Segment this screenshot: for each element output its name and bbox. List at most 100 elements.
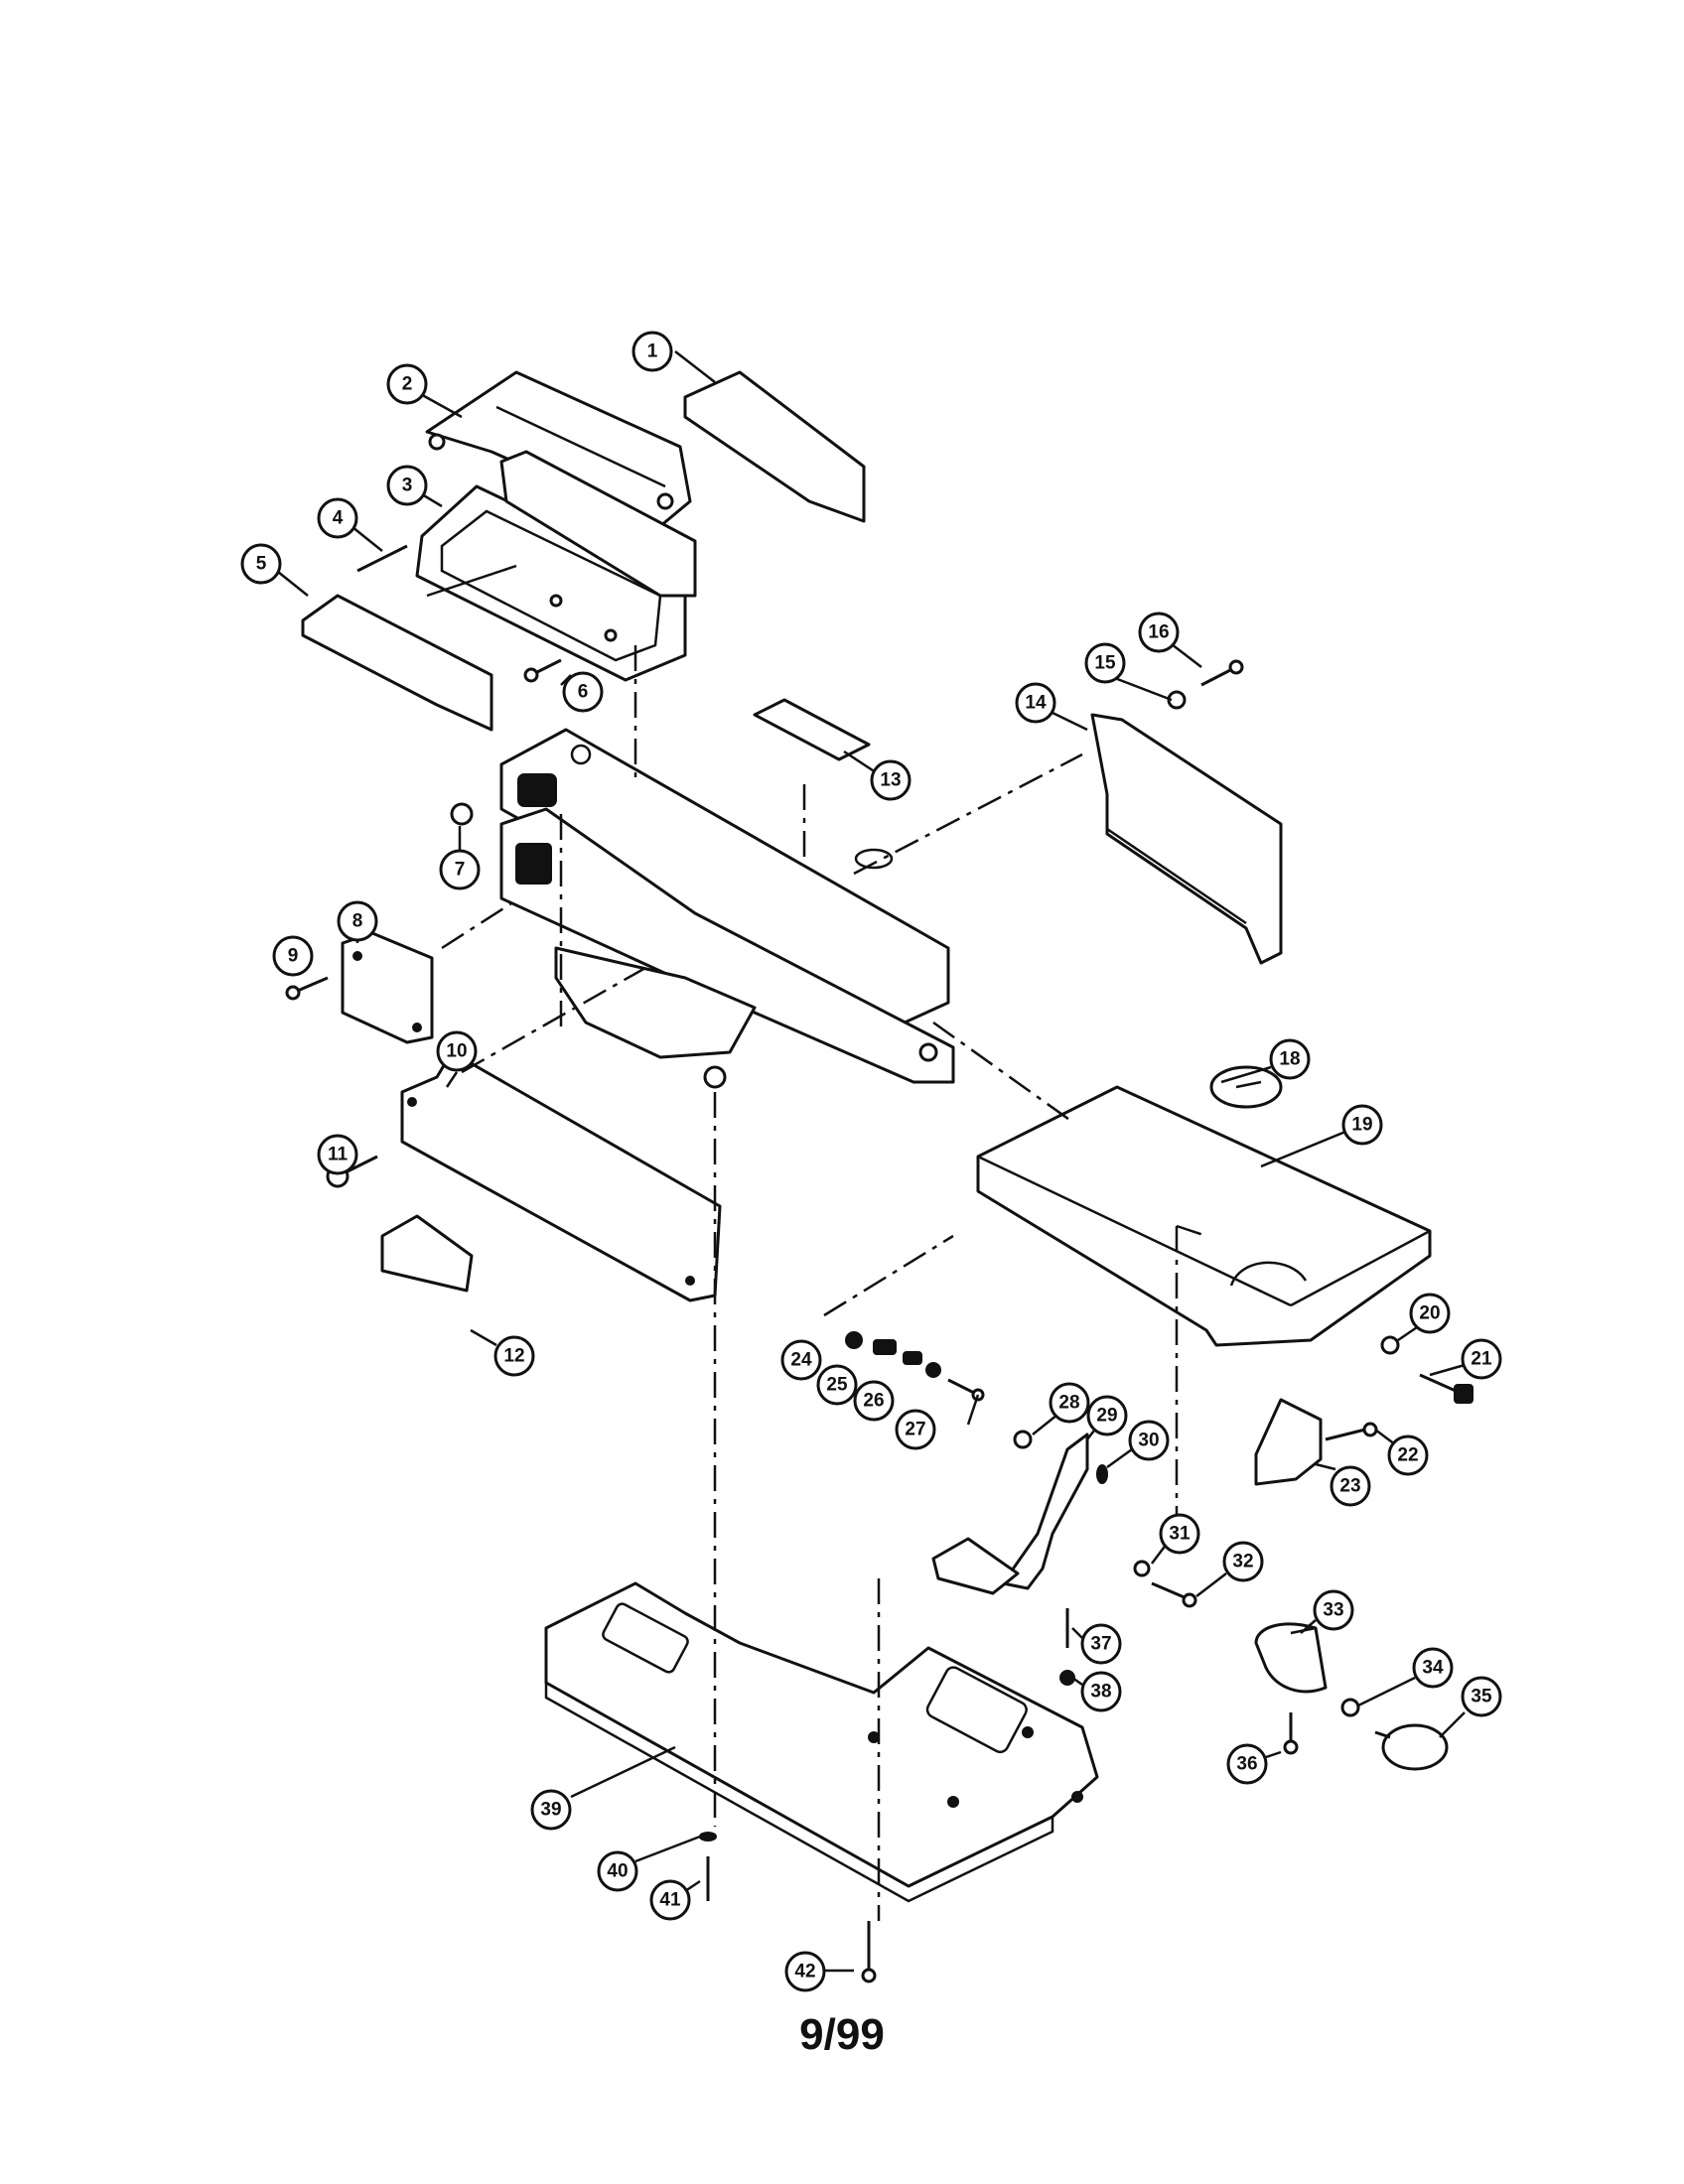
callout-33: 33 — [1313, 1589, 1354, 1631]
svg-text:13: 13 — [880, 770, 901, 791]
svg-text:1: 1 — [647, 341, 658, 362]
svg-text:20: 20 — [1419, 1303, 1440, 1324]
callout-9: 9 — [272, 935, 314, 977]
part-9-screw — [285, 976, 329, 1001]
callout-8: 8 — [337, 900, 378, 942]
svg-text:34: 34 — [1422, 1658, 1444, 1679]
callout-28: 28 — [1049, 1382, 1090, 1424]
svg-text:36: 36 — [1236, 1754, 1257, 1775]
part-34-washer — [1340, 1698, 1360, 1717]
callout-16: 16 — [1138, 612, 1180, 653]
svg-text:24: 24 — [790, 1350, 812, 1371]
svg-text:11: 11 — [328, 1145, 349, 1165]
callout-35: 35 — [1461, 1676, 1502, 1717]
svg-text:32: 32 — [1232, 1552, 1253, 1572]
callout-4: 4 — [317, 497, 358, 539]
part-29-lever-arm — [931, 1433, 1089, 1595]
callout-20: 20 — [1409, 1293, 1451, 1334]
callout-36: 36 — [1226, 1743, 1268, 1785]
svg-text:5: 5 — [256, 554, 267, 575]
part-1-label-plate — [683, 370, 866, 523]
callout-37: 37 — [1080, 1623, 1122, 1665]
main-arm-casting — [499, 728, 955, 1089]
svg-text:31: 31 — [1169, 1524, 1191, 1545]
callout-18: 18 — [1269, 1038, 1311, 1080]
svg-text:40: 40 — [607, 1861, 628, 1882]
svg-text:18: 18 — [1279, 1049, 1300, 1070]
part-36-screw — [1283, 1712, 1299, 1755]
svg-text:7: 7 — [455, 860, 466, 881]
part-6-screw — [523, 658, 562, 683]
callout-27: 27 — [895, 1409, 936, 1450]
svg-text:9: 9 — [288, 946, 299, 967]
svg-text:15: 15 — [1094, 653, 1116, 674]
part-38-nut — [1059, 1670, 1075, 1686]
svg-text:35: 35 — [1471, 1687, 1492, 1707]
part-35-lock-knob — [1374, 1723, 1449, 1771]
svg-text:41: 41 — [659, 1890, 681, 1911]
part-21-bolt — [1419, 1373, 1474, 1404]
part-23-bracket — [1254, 1398, 1323, 1486]
part-20-washer — [1380, 1335, 1400, 1355]
callout-3: 3 — [386, 465, 428, 506]
svg-text:10: 10 — [446, 1041, 467, 1062]
part-5-window-label — [301, 594, 493, 732]
svg-text:33: 33 — [1323, 1600, 1343, 1621]
part-12-decal — [380, 1214, 474, 1293]
callout-5: 5 — [240, 543, 282, 585]
svg-text:12: 12 — [503, 1346, 524, 1367]
callout-22: 22 — [1387, 1434, 1429, 1476]
callout-26: 26 — [853, 1380, 895, 1422]
part-18-disc — [1209, 1065, 1283, 1109]
callout-21: 21 — [1461, 1338, 1502, 1380]
callout-29: 29 — [1086, 1395, 1128, 1436]
callout-12: 12 — [493, 1335, 535, 1377]
callout-30: 30 — [1128, 1420, 1170, 1461]
page-number: 9/99 — [799, 2010, 885, 2059]
part-16-screw — [1200, 659, 1244, 687]
callout-41: 41 — [649, 1879, 691, 1921]
part-32-screw — [1151, 1581, 1197, 1608]
callout-1: 1 — [632, 331, 673, 372]
part-14-side-guard — [1090, 713, 1283, 965]
svg-text:21: 21 — [1471, 1349, 1492, 1370]
callout-15: 15 — [1084, 642, 1126, 684]
part-19-work-table — [976, 1085, 1432, 1347]
part-2-upper-cover — [425, 370, 692, 528]
callout-23: 23 — [1330, 1465, 1371, 1507]
svg-text:23: 23 — [1339, 1476, 1360, 1497]
svg-text:39: 39 — [540, 1800, 561, 1821]
svg-text:29: 29 — [1096, 1406, 1117, 1427]
svg-text:4: 4 — [333, 508, 344, 529]
part-8-side-cover — [341, 931, 434, 1044]
svg-text:3: 3 — [402, 476, 413, 496]
svg-text:8: 8 — [352, 911, 363, 932]
svg-text:6: 6 — [578, 682, 589, 703]
callout-42: 42 — [784, 1951, 826, 1992]
alignment-lines — [441, 645, 1207, 1921]
callout-7: 7 — [439, 849, 481, 890]
part-30-washer — [1096, 1464, 1108, 1484]
callout-25: 25 — [816, 1364, 858, 1406]
part-3-blade-housing — [415, 450, 697, 682]
svg-text:19: 19 — [1351, 1115, 1372, 1136]
callout-39: 39 — [530, 1789, 572, 1831]
callout-6: 6 — [562, 671, 604, 713]
part-7-nut — [450, 802, 474, 826]
svg-text:26: 26 — [863, 1391, 884, 1412]
callout-19: 19 — [1341, 1104, 1383, 1146]
part-40-washer — [699, 1832, 717, 1842]
svg-text:14: 14 — [1025, 693, 1047, 714]
callout-11: 11 — [317, 1134, 358, 1175]
callout-40: 40 — [597, 1850, 638, 1892]
part-4-pin — [356, 544, 408, 573]
svg-text:30: 30 — [1138, 1431, 1159, 1451]
svg-text:28: 28 — [1058, 1393, 1079, 1414]
part-13-decal — [753, 698, 871, 761]
part-39-base — [544, 1581, 1099, 1903]
svg-text:22: 22 — [1397, 1445, 1418, 1466]
callout-38: 38 — [1080, 1671, 1122, 1712]
svg-text:2: 2 — [402, 374, 413, 395]
svg-text:25: 25 — [826, 1375, 848, 1396]
